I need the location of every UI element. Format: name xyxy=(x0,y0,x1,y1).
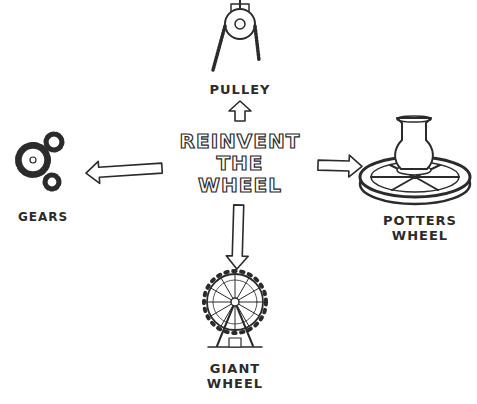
labelled-illustration: PULLEY xyxy=(195,0,285,98)
labelled-illustration: POTTERS WHEEL xyxy=(365,92,475,244)
block-arrow xyxy=(86,161,162,183)
block-arrow xyxy=(318,155,362,177)
item-label: GIANT WHEEL xyxy=(200,361,270,392)
wheel-cabins xyxy=(204,271,266,333)
clay-pot xyxy=(395,118,433,169)
gear xyxy=(47,177,57,187)
gear xyxy=(48,136,60,148)
item-label: POTTERS WHEEL xyxy=(375,213,465,244)
central-heading: REINVENT THE WHEEL xyxy=(175,130,305,196)
item-label: PULLEY xyxy=(195,82,285,98)
block-arrow xyxy=(229,101,251,121)
pulley-axle xyxy=(235,19,245,29)
pulley-rope xyxy=(255,26,259,60)
gear-teeth xyxy=(46,134,62,150)
wheel-rim xyxy=(207,274,263,330)
gear-teeth xyxy=(45,175,59,189)
pulley-wheel xyxy=(225,9,255,39)
labelled-illustration: REINVENT THE WHEEL xyxy=(165,124,315,202)
wheel-hub xyxy=(231,298,239,306)
gear xyxy=(21,148,45,172)
gears-drawing xyxy=(18,134,62,189)
giant-wheel-drawing xyxy=(204,271,266,347)
gear-teeth xyxy=(18,145,48,175)
labelled-illustration: GEARS xyxy=(3,128,83,224)
pulley-rope xyxy=(213,26,225,70)
ticket-booth xyxy=(229,338,241,347)
pot-mouth xyxy=(397,116,431,122)
wheel-spokes xyxy=(207,274,263,330)
gear-hub xyxy=(30,157,36,163)
labelled-illustration: GIANT WHEEL xyxy=(190,272,280,392)
item-label: GEARS xyxy=(4,210,82,224)
potters-wheel-drawing xyxy=(360,116,470,204)
pulley-drawing xyxy=(213,0,259,70)
block-arrow xyxy=(226,205,248,269)
